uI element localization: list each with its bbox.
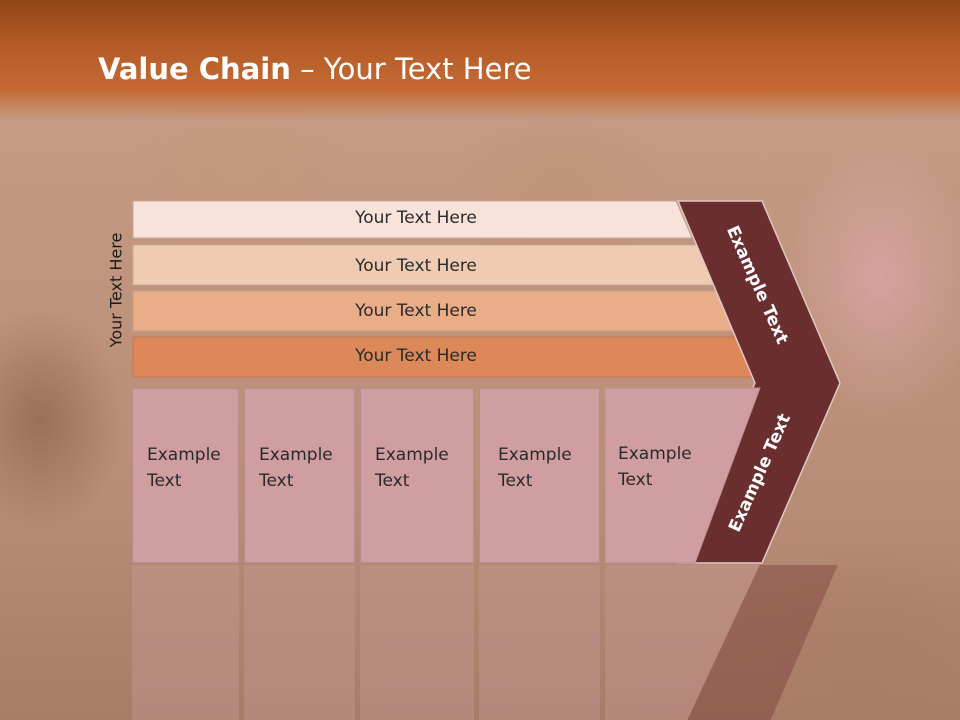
title-bar [0, 0, 960, 120]
box-5-shape[interactable] [604, 387, 761, 564]
title-bold: Value Chain [98, 52, 291, 86]
band-1-label: Your Text Here [355, 208, 477, 228]
reflection-shapes [132, 565, 840, 720]
band-2-label: Your Text Here [355, 256, 477, 276]
title-rest: – Your Text Here [290, 52, 532, 86]
band-4-label: Your Text Here [355, 346, 477, 366]
slide-title[interactable]: Value Chain – Your Text Here [98, 52, 532, 86]
band-3-label: Your Text Here [355, 301, 477, 321]
band-1-shape[interactable] [132, 200, 693, 239]
reflection [0, 565, 960, 720]
